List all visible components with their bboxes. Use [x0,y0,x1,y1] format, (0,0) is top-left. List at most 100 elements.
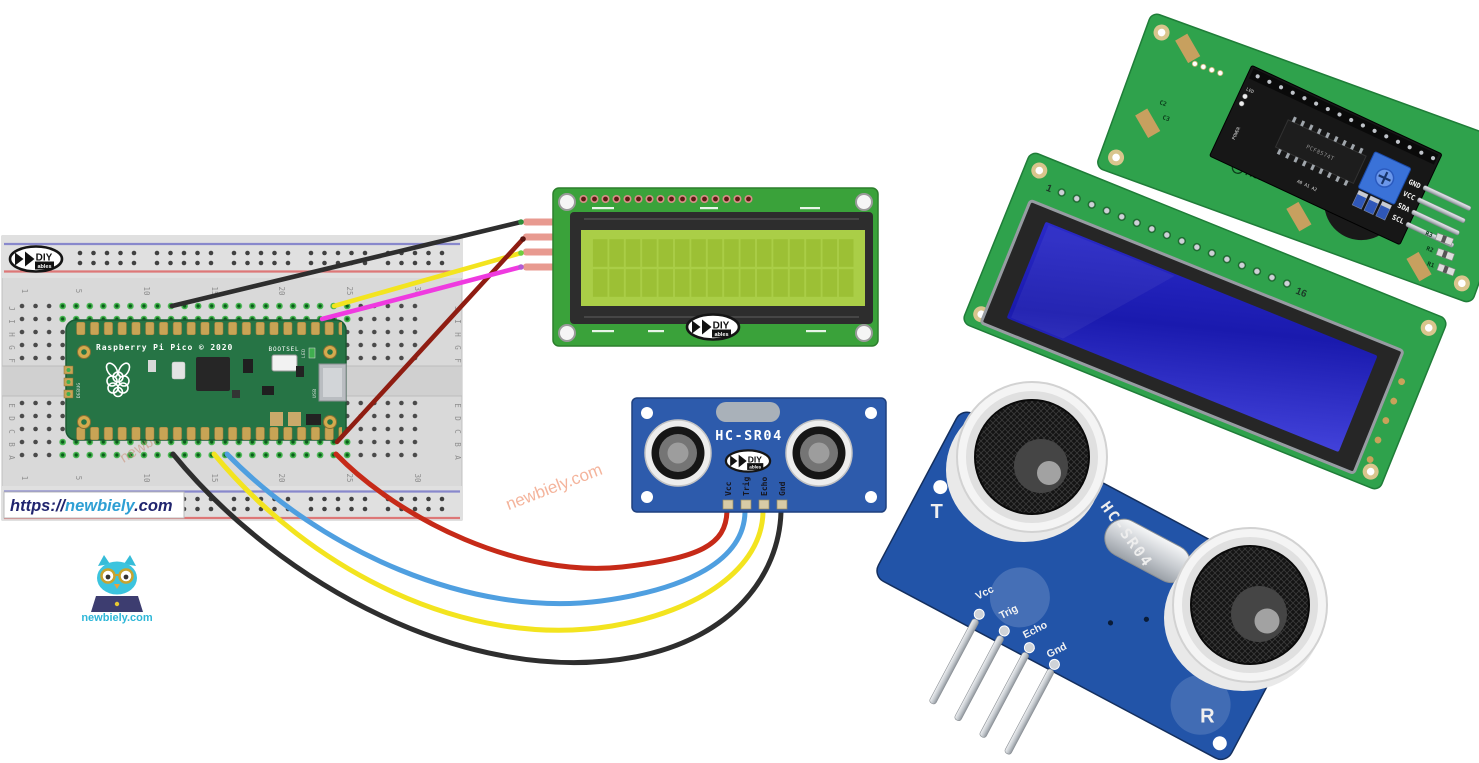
diy-logo-subtext: ables [37,264,51,270]
lcd-character-grid [592,238,854,298]
col-num: 25 [345,286,354,295]
breadboard-column-numbers-bottom: 1 5 10 15 20 25 30 [20,473,422,483]
site-url: https://newbiely.com [10,497,173,515]
ref-c3: C3 [1161,114,1171,123]
diy-logo-text: DIY [36,253,53,264]
lcd-pin-3 [523,248,556,256]
row-letter: I [453,319,462,324]
photo-lcd-front: 1 16 [963,152,1447,490]
lcd-screw [855,324,873,342]
row-letter: I [7,319,16,324]
row-letter: B [453,442,462,447]
diy-play-icon [692,320,701,334]
col-num: 30 [413,286,422,296]
lcd-pin-1-label: 1 [1044,183,1054,195]
row-letter: E [7,403,16,408]
pico-debug-pins [63,365,74,399]
newbiely-owl-logo: newbiely.com [81,555,153,624]
debug-label: DEBUG [76,382,82,398]
row-letter: G [453,345,462,350]
pico-smd-components [148,359,321,426]
sensor-pin-label-trig: Trig [741,477,751,496]
i2c-backpack-module: LED POWER PCF8574T A0 A1 A2 [1209,65,1472,248]
i2c-header-pins [1255,74,1436,161]
wire-tip [518,219,524,225]
lcd-back-screws [1108,24,1470,292]
sensor-pin-label-echo: Echo [760,477,769,496]
wire-lcd-black[interactable] [169,219,524,309]
pico-mounting-holes [77,345,337,429]
pico-crystal [171,361,186,380]
diyables-logo-sensor: DIY ables [724,449,772,473]
wire-lcd-yellow[interactable] [331,250,524,309]
breadboard-row-letters-left: J I H G F E D C B A [7,306,16,460]
sensor-hole [865,491,877,503]
sensor-pins [722,499,788,510]
diyables-logo-breadboard: DIY ables [8,245,64,273]
pico-mcu-chip [196,357,230,391]
row-letter: A [7,455,16,460]
col-num: 5 [74,289,83,294]
sensor-transducer-left [644,419,712,487]
sensor-hole [641,407,653,419]
lcd-silkscreen-marks [592,207,826,333]
pcb-hole [1212,736,1227,751]
ref-c2: C2 [1158,99,1168,108]
sensor-oscillator [716,402,780,422]
photo-lcd-back: C2 C3 U2 U1 RoHS LED POWER PCF8574T [1097,13,1479,303]
row-letter: G [7,345,16,350]
ref-r1: R1 [1426,261,1436,270]
lcd-front-screen [1007,222,1377,452]
diy-logo-text: DIY [748,454,763,464]
pico-title: Raspberry Pi Pico © 2020 [96,342,233,352]
lcd-screw [855,193,873,211]
row-letter: F [453,358,462,363]
raspberry-pi-pico: Raspberry Pi Pico © 2020 BOOTSEL DEBUG L… [63,319,347,441]
lcd-i2c-pins [523,218,556,271]
i2c-led-label: LED [1245,86,1255,95]
sensor-hole [641,491,653,503]
col-num: 15 [210,286,219,295]
row-letter: A [453,455,462,460]
i2c-chip: PCF8574T [1274,116,1367,187]
diy-logo-subtext: ables [714,332,728,338]
sensor-wires [170,451,784,666]
wire-sensor-trig-blue[interactable] [224,451,748,607]
wire-sensor-gnd-black[interactable] [170,451,784,666]
lcd-pin-1 [523,218,556,226]
lcd-back-solder-tabs [1135,33,1432,282]
row-letter: J [7,306,16,311]
sensor-model-label: HC-SR04 [715,428,782,444]
wire-lcd-magenta[interactable] [319,264,524,322]
transmit-label: T [931,501,943,523]
sensor-pin-label-vcc: Vcc [724,481,733,496]
col-num: 1 [20,289,29,294]
row-letter: H [453,332,462,337]
photo-transducer-left [946,381,1108,542]
pico-led [308,347,316,359]
col-num: 25 [345,473,354,482]
raspberry-logo-icon [105,362,131,398]
row-letter: C [453,429,462,434]
lcd-screw [558,324,576,342]
bootsel-button[interactable] [271,354,298,372]
row-letter: E [453,403,462,408]
wire-sensor-echo-yellow[interactable] [211,451,766,633]
col-num: 1 [20,476,29,481]
col-num: 20 [277,473,286,483]
lcd-header-holes [578,194,755,204]
pico-bottom-pads [74,427,342,440]
lcd-back-resistors: R3 R2 R1 [1424,230,1456,277]
wire-tip [518,250,524,256]
sensor-transducer-right [785,419,853,487]
owl-beak [114,584,120,589]
wire-sensor-vcc-red[interactable] [333,451,730,571]
diy-logo-text: DIY [713,321,730,332]
wire-tip [518,264,524,270]
wire-tip [520,236,526,242]
col-num: 15 [210,473,219,482]
lcd-front-header-pins [1057,188,1292,288]
top-rail-holes [70,248,458,268]
